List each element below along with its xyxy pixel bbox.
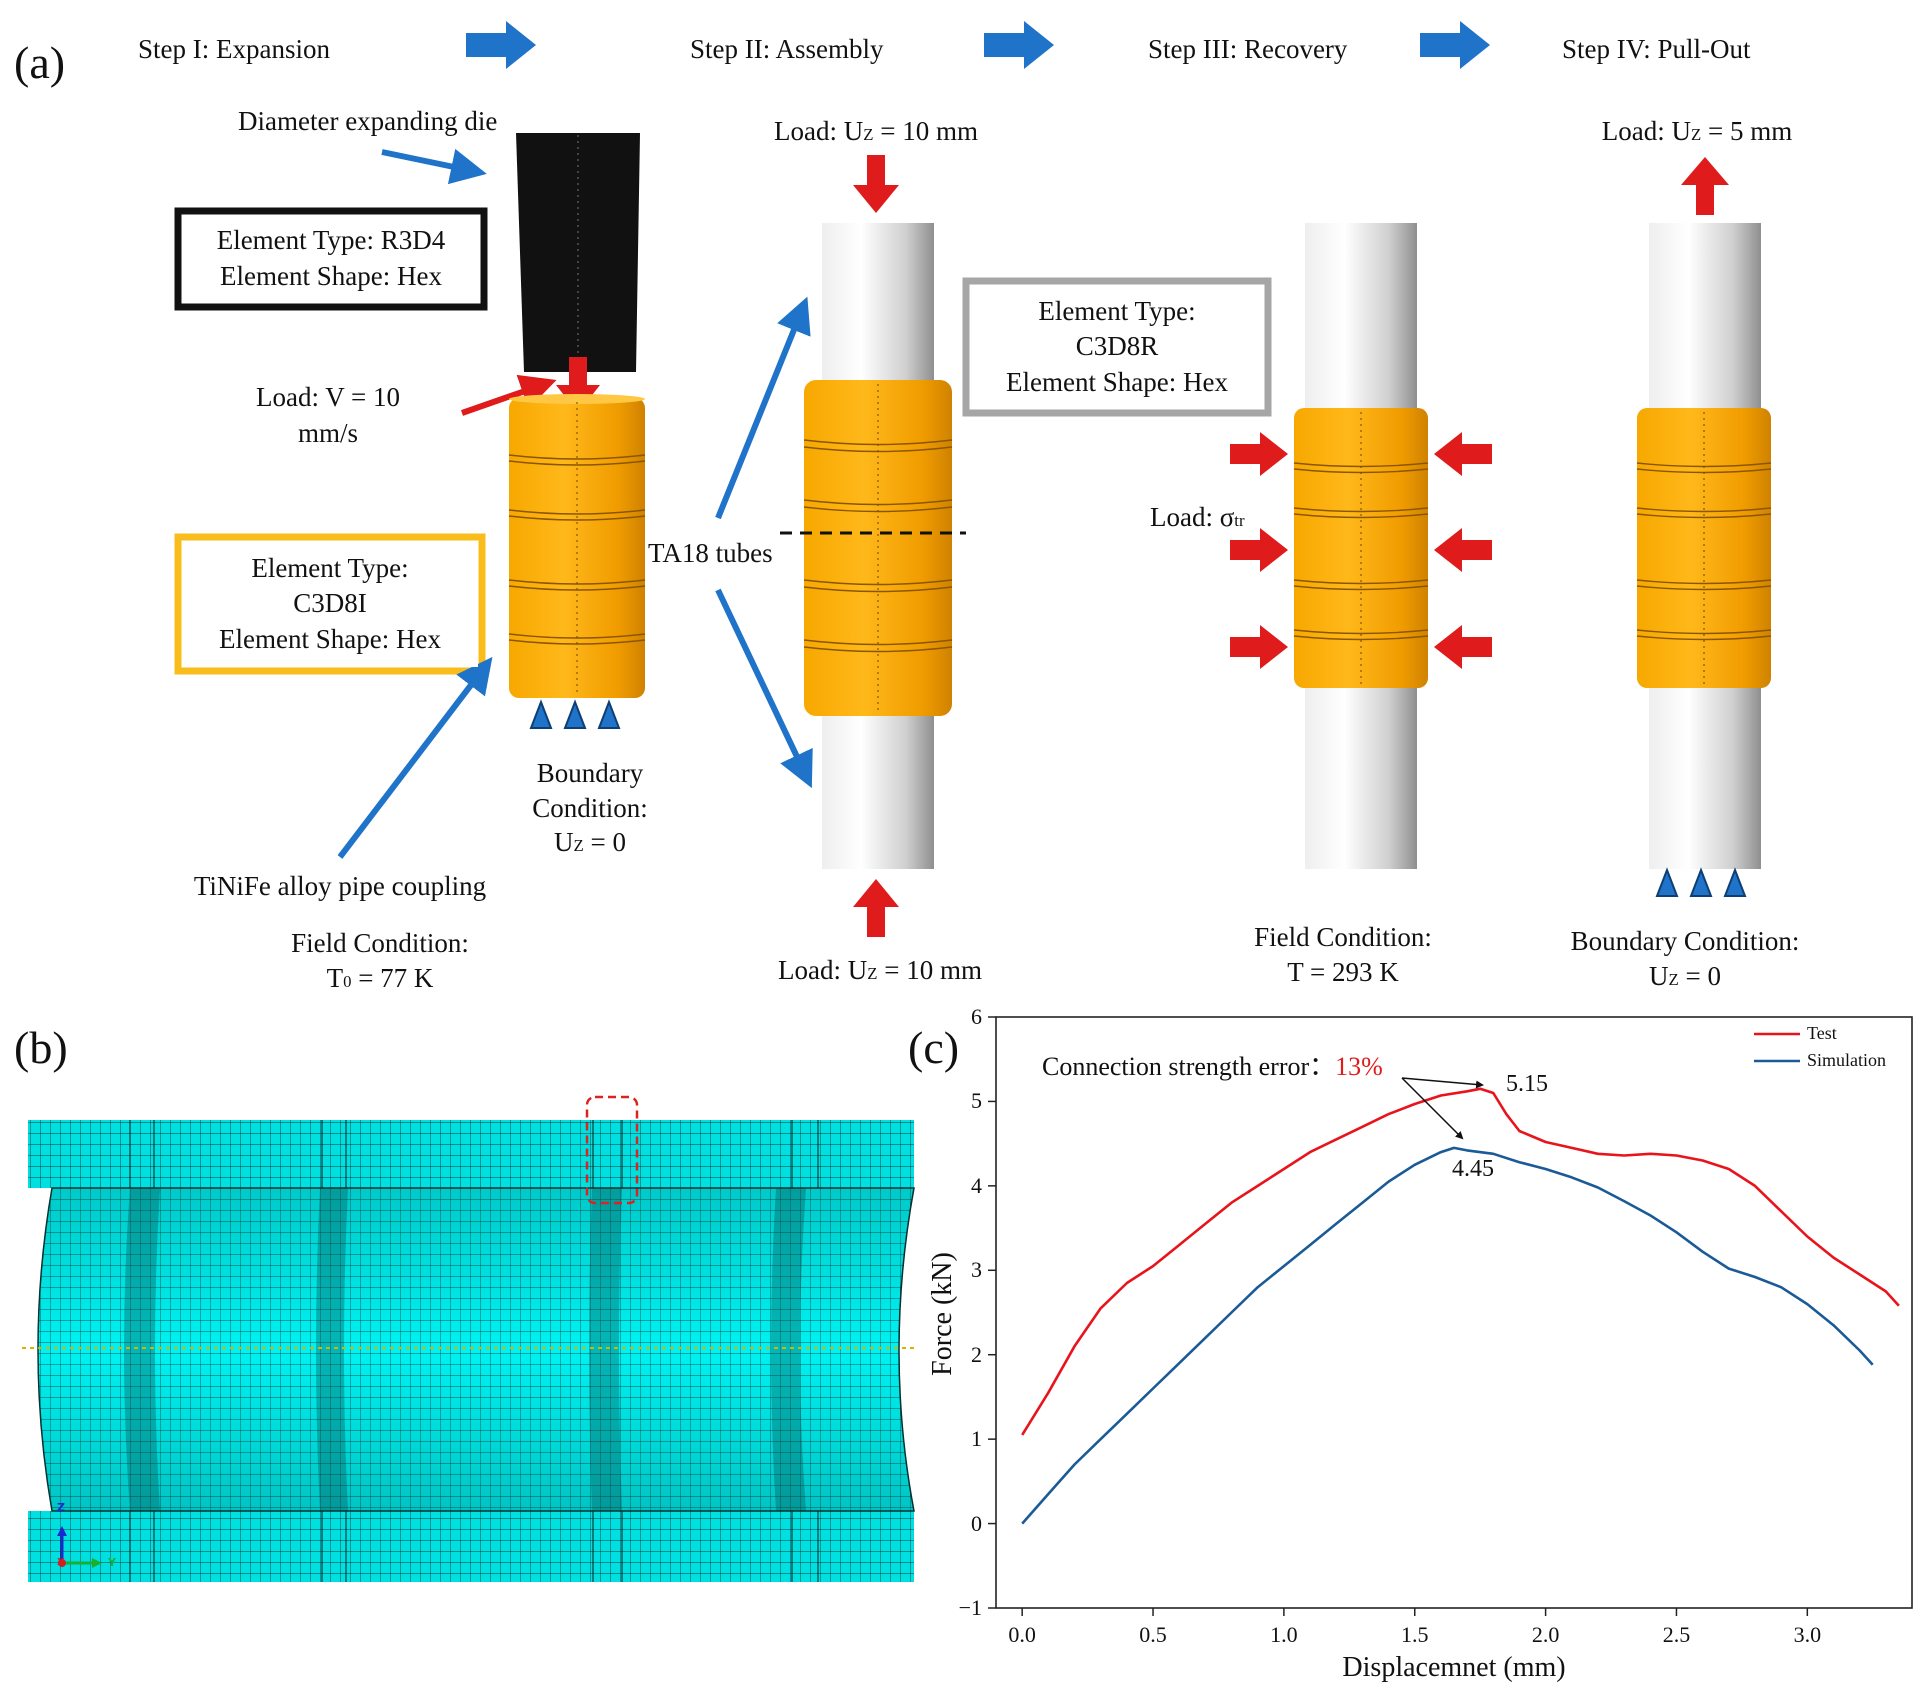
boundary-triangles-step1 [529, 699, 621, 729]
x-tick-label: 0.0 [1008, 1622, 1036, 1647]
legend-test-label: Test [1807, 1023, 1837, 1043]
coupling-step1 [508, 394, 646, 698]
y-tick-label: 6 [971, 1004, 982, 1029]
load-label-step1-line2: mm/s [297, 418, 359, 448]
step3-group [1230, 223, 1492, 869]
y-tick-label: 3 [971, 1257, 982, 1283]
y-tick-label: 4 [971, 1172, 982, 1198]
load-label-step4: Load: UZ = 5 mm [1601, 116, 1793, 146]
chart-sim-peak-label: 4.45 [1452, 1156, 1494, 1182]
chart-plot-frame [995, 1016, 1913, 1609]
coupling-box-line-3: Element Shape: Hex [219, 623, 441, 654]
x-tick-label: 1.0 [1270, 1622, 1298, 1647]
coupling-box-line-2: C3D8I [293, 588, 367, 619]
boundary-value-step1: UZ = 0 [554, 827, 626, 857]
chart-legend [1754, 1032, 1800, 1063]
step-arrow-2 [984, 21, 1054, 69]
x-tick-label: 0.5 [1139, 1622, 1167, 1647]
step-title-2: Step II: Assembly [690, 34, 884, 64]
x-tick-label: 1.5 [1400, 1622, 1429, 1647]
die-pointer-arrow [381, 148, 487, 185]
step4-group [1636, 157, 1772, 897]
step-title-3: Step III: Recovery [1148, 34, 1348, 64]
mesh-groove-bands [124, 1188, 806, 1511]
chart-xlabel: Displacemnet (mm) [1342, 1652, 1566, 1683]
die-element-box: Element Type: R3D4 Element Shape: Hex [182, 215, 480, 303]
boundary-label-step1-line1: Boundary [536, 758, 644, 788]
step-title-4: Step IV: Pull-Out [1562, 34, 1751, 64]
field-condition-step1-title: Field Condition: [291, 928, 469, 958]
tubes-pointer-up [715, 296, 811, 520]
load-pointer-arrow [461, 374, 557, 416]
step-flow-arrows [466, 21, 1490, 69]
step-arrow-3 [1420, 21, 1490, 69]
x-tick-label: 2.0 [1531, 1622, 1560, 1647]
panel-label-a: (a) [14, 37, 66, 88]
step-arrow-1 [466, 21, 536, 69]
step2-group [715, 155, 1272, 937]
load-down-arrow-step2 [853, 155, 899, 213]
load-label-step2-top: Load: UZ = 10 mm [774, 116, 978, 146]
tubes-pointer-down [715, 588, 813, 789]
coupling-label: TiNiFe alloy pipe coupling [193, 871, 487, 901]
legend-simulation-label: Simulation [1807, 1050, 1887, 1070]
chart-error-value: 13% [1335, 1052, 1383, 1081]
coupling-element-box: Element Type: C3D8I Element Shape: Hex [182, 541, 478, 667]
mesh-model [22, 1095, 918, 1582]
series-line-test [1021, 1087, 1900, 1436]
load-up-arrow-step4 [1681, 157, 1729, 215]
x-tick-label: 3.0 [1793, 1622, 1822, 1647]
x-tick-label: 2.5 [1662, 1622, 1691, 1647]
coupling-step2 [803, 380, 953, 716]
chart-error-annotation: Connection strength error：13% [1042, 1052, 1383, 1081]
field-condition-step3-value: T = 293 K [1287, 957, 1399, 987]
chart-ticks [988, 1016, 1809, 1616]
field-condition-step3-title: Field Condition: [1254, 922, 1432, 952]
chart-c [988, 1016, 1913, 1616]
die-box-line-1: Element Type: R3D4 [216, 225, 446, 256]
panel-label-b: (b) [14, 1022, 68, 1073]
load-label-step1-line1: Load: V = 10 [256, 382, 400, 412]
series-line-simulation [1021, 1146, 1874, 1525]
step1-group [174, 133, 646, 859]
mesh-axis-triad [57, 1526, 102, 1568]
coupling-step4 [1636, 408, 1772, 688]
load-up-arrow-step2 [853, 879, 899, 937]
y-tick-label: 2 [971, 1341, 982, 1367]
tube-box-line-2: C3D8R [1075, 331, 1159, 362]
boundary-condition-step4-value: UZ = 0 [1649, 961, 1721, 991]
recovery-pressure-arrows [1230, 432, 1492, 669]
mesh-detail-highlight [585, 1095, 639, 1205]
step-title-1: Step I: Expansion [138, 34, 330, 64]
die-box-line-2: Element Shape: Hex [220, 261, 442, 291]
chart-lines [1021, 1087, 1900, 1525]
mesh-axis-y: Y [108, 1556, 116, 1569]
coupling-pointer-arrow [337, 656, 493, 859]
y-tick-label: 1 [971, 1426, 982, 1452]
panel-label-c: (c) [908, 1022, 960, 1073]
die-label: Diameter expanding die [238, 106, 498, 136]
coupling-box-line-1: Element Type: [251, 552, 409, 583]
load-label-step3: Load: σtr [1150, 502, 1245, 532]
coupling-step3 [1293, 408, 1429, 688]
tubes-label: TA18 tubes [648, 538, 773, 568]
chart-test-peak-label: 5.15 [1506, 1071, 1548, 1097]
expanding-die [516, 133, 640, 372]
mesh-axis-x: X [57, 1557, 65, 1568]
field-condition-step1-value: T0 = 77 K [326, 963, 434, 993]
boundary-label-step1-line2: Condition: [532, 793, 648, 823]
tube-box-line-1: Element Type: [1038, 295, 1196, 326]
boundary-condition-step4-title: Boundary Condition: [1570, 926, 1800, 956]
peak-annotation-arrows [1401, 1077, 1484, 1140]
load-label-step2-bottom: Load: UZ = 10 mm [778, 955, 982, 985]
tube-box-line-3: Element Shape: Hex [1006, 366, 1228, 397]
y-tick-label: 5 [971, 1088, 982, 1114]
chart-ylabel: Force (kN) [927, 1252, 958, 1376]
boundary-triangles-step4 [1655, 867, 1747, 897]
tube-element-box: Element Type: C3D8R Element Shape: Hex [970, 285, 1264, 409]
y-tick-label: −1 [958, 1595, 982, 1620]
mesh-axis-z: Z [57, 1501, 65, 1514]
y-tick-label: 0 [971, 1510, 982, 1536]
